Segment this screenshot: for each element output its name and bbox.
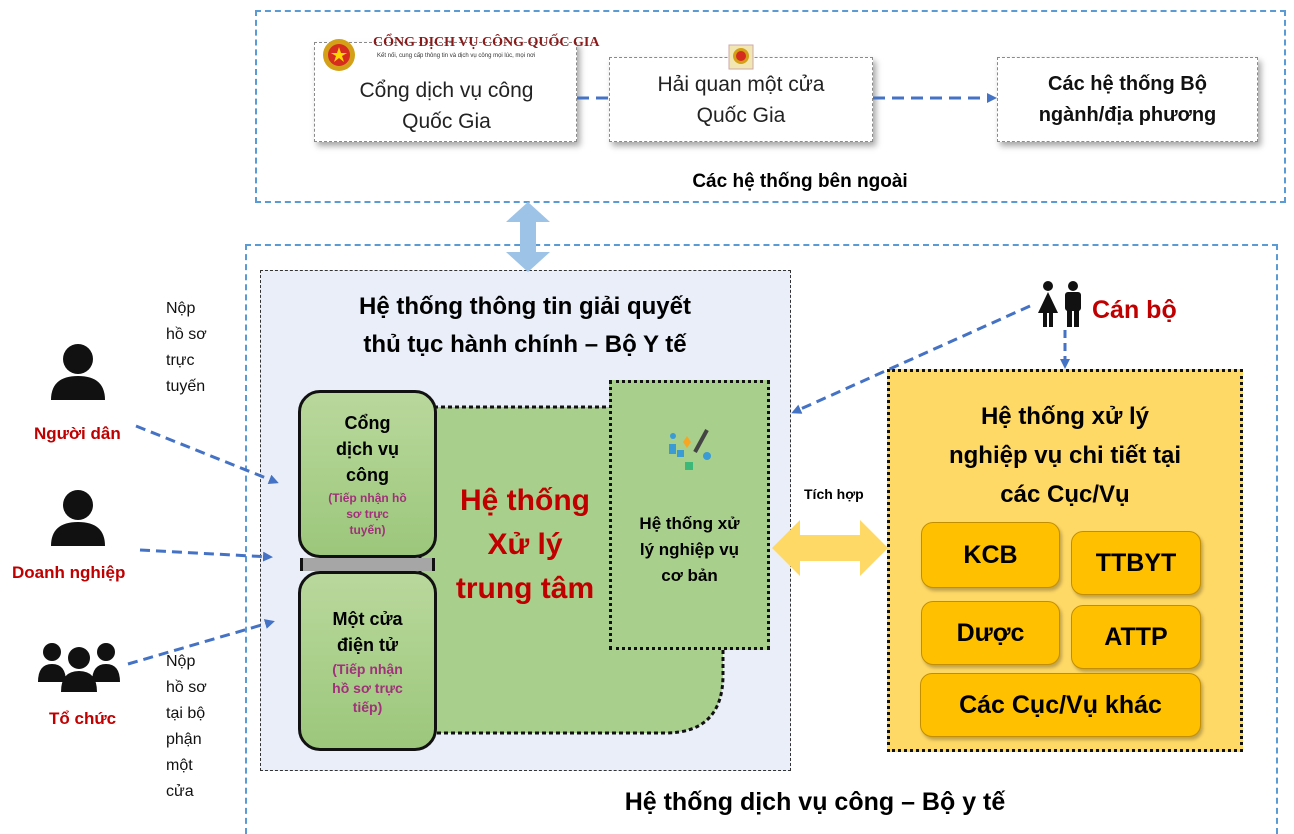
public-portal-line1: Cổng [344, 413, 391, 433]
processing-tools-icon [663, 422, 717, 477]
detailed-title-line2: nghiệp vụ chi tiết tại [948, 441, 1182, 469]
staff-icon [1035, 281, 1087, 327]
central-line3: trung tâm [455, 572, 595, 605]
basic-processing-system: Hệ thống xử lý nghiệp vụ cơ bản [609, 380, 770, 650]
ministries-label-line1: Các hệ thống Bộ [1048, 72, 1207, 95]
unit-duoc: Dược [921, 601, 1060, 665]
unit-attp: ATTP [1071, 605, 1201, 669]
central-system-label: Hệ thống Xử lý trung tâm [440, 480, 610, 610]
organization-arrow [127, 619, 275, 666]
external-systems-title: Các hệ thống bên ngoài [692, 171, 908, 192]
staff-to-basic-arrow [791, 304, 1031, 414]
citizen-icon [48, 342, 108, 400]
customs-emblem-icon [728, 44, 754, 70]
basic-line3: cơ bản [661, 565, 718, 585]
external-internal-double-arrow [506, 202, 550, 272]
one-stop-sub3: tiếp) [352, 698, 383, 715]
portal-logo-title: CỔNG DỊCH VỤ CÔNG QUỐC GIA [373, 35, 600, 50]
unit-kcb: KCB [921, 522, 1060, 588]
customs-box: Hải quan một cửa Quốc Gia [609, 44, 873, 142]
ministries-label-line2: ngành/địa phương [1038, 103, 1217, 126]
public-service-title: Hệ thống dịch vụ công – Bộ y tế [624, 787, 1006, 816]
national-portal-box: CỔNG DỊCH VỤ CÔNG QUỐC GIA Kết nối, cung… [314, 35, 599, 142]
central-line2: Xử lý [487, 528, 563, 561]
basic-line1: Hệ thống xử [639, 513, 740, 533]
business-icon [48, 488, 108, 546]
public-portal-sub2: sơ trực [346, 507, 389, 521]
portal-label-line2: Quốc Gia [402, 110, 491, 133]
public-portal-box: Cổng dịch vụ công (Tiếp nhận hồ sơ trực … [298, 390, 437, 558]
central-line1: Hệ thống [460, 484, 590, 517]
public-portal-line3: công [345, 465, 389, 485]
public-portal-sub1: (Tiếp nhận hồ [328, 491, 407, 505]
detailed-system-title: Hệ thống xử lý nghiệp vụ chi tiết tại cá… [890, 395, 1240, 515]
online-submission-note: Nộp hồ sơ trực tuyến [166, 300, 207, 395]
one-stop-line1: Một cửa [332, 608, 403, 629]
staff-label: Cán bộ [1092, 296, 1177, 324]
citizen-arrow [135, 424, 279, 485]
external-systems-region [255, 10, 1286, 203]
detailed-title-line1: Hệ thống xử lý [980, 402, 1150, 430]
public-portal-line2: dịch vụ [335, 439, 399, 459]
public-portal-sub3: tuyến) [349, 523, 386, 537]
one-stop-line2: điện tử [336, 634, 398, 655]
one-stop-sub2: hồ sơ trực [332, 679, 403, 696]
national-emblem-icon [321, 37, 357, 73]
basic-line2: lý nghiệp vụ [639, 539, 740, 559]
unit-ttbyt: TTBYT [1071, 531, 1201, 595]
ministries-box: Các hệ thống Bộ ngành/địa phương [997, 57, 1258, 142]
customs-label-line1: Hải quan một cửa [657, 72, 825, 96]
integration-double-arrow [772, 520, 888, 576]
organization-label: Tổ chức [49, 709, 117, 728]
portal-logo-slogan: Kết nối, cung cấp thông tin và dịch vụ c… [377, 53, 536, 59]
customs-label-line2: Quốc Gia [696, 103, 786, 127]
citizen-label: Người dân [34, 424, 121, 443]
detailed-title-line3: các Cục/Vụ [1000, 480, 1130, 508]
counter-submission-note: Nộp hồ sơ tại bộ phận một cửa [166, 653, 207, 800]
organization-icon [36, 638, 122, 692]
admin-procedure-title-line1: Hệ thống thông tin giải quyết [359, 293, 691, 320]
admin-procedure-title: Hệ thống thông tin giải quyết thủ tục hà… [270, 286, 780, 366]
integration-label: Tích hợp [804, 486, 864, 502]
admin-procedure-title-line2: thủ tục hành chính – Bộ Y tế [363, 331, 687, 358]
unit-other-departments: Các Cục/Vụ khác [920, 673, 1201, 737]
one-stop-sub1: (Tiếp nhận [332, 660, 403, 677]
one-stop-box: Một cửa điện tử (Tiếp nhận hồ sơ trực ti… [298, 571, 437, 751]
business-arrow [139, 548, 273, 562]
business-label: Doanh nghiệp [12, 563, 126, 582]
public-service-region [245, 244, 1278, 834]
column-divider [300, 558, 435, 571]
portal-label-line1: Cổng dịch vụ công [359, 79, 534, 102]
portal-logo-mark: CỔNG DỊCH VỤ CÔNG QUỐC GIA [373, 35, 599, 51]
